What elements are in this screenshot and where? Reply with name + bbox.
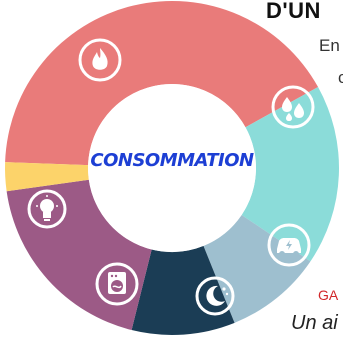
ring-segment-light <box>4 162 89 192</box>
ring-segment-electric-car <box>203 214 311 323</box>
page-title-fragment: D'UN <box>266 0 321 23</box>
moon-icon <box>195 276 235 316</box>
electric-car-icon <box>267 223 311 267</box>
center-circle <box>88 84 256 252</box>
fire-icon <box>78 38 122 82</box>
lightbulb-icon <box>27 189 67 229</box>
center-label: CONSOMMATION <box>90 150 254 171</box>
italic-text-fragment: Un ai <box>291 312 338 334</box>
ring-segment-fire <box>5 0 319 166</box>
paragraph-fragment-2: c <box>338 68 343 87</box>
paragraph-fragment-1: En <box>319 36 340 55</box>
ring-segment-water <box>241 87 340 262</box>
gas-label-fragment: GA <box>318 287 339 303</box>
water-drops-icon <box>271 85 315 129</box>
washing-machine-icon <box>95 262 139 306</box>
